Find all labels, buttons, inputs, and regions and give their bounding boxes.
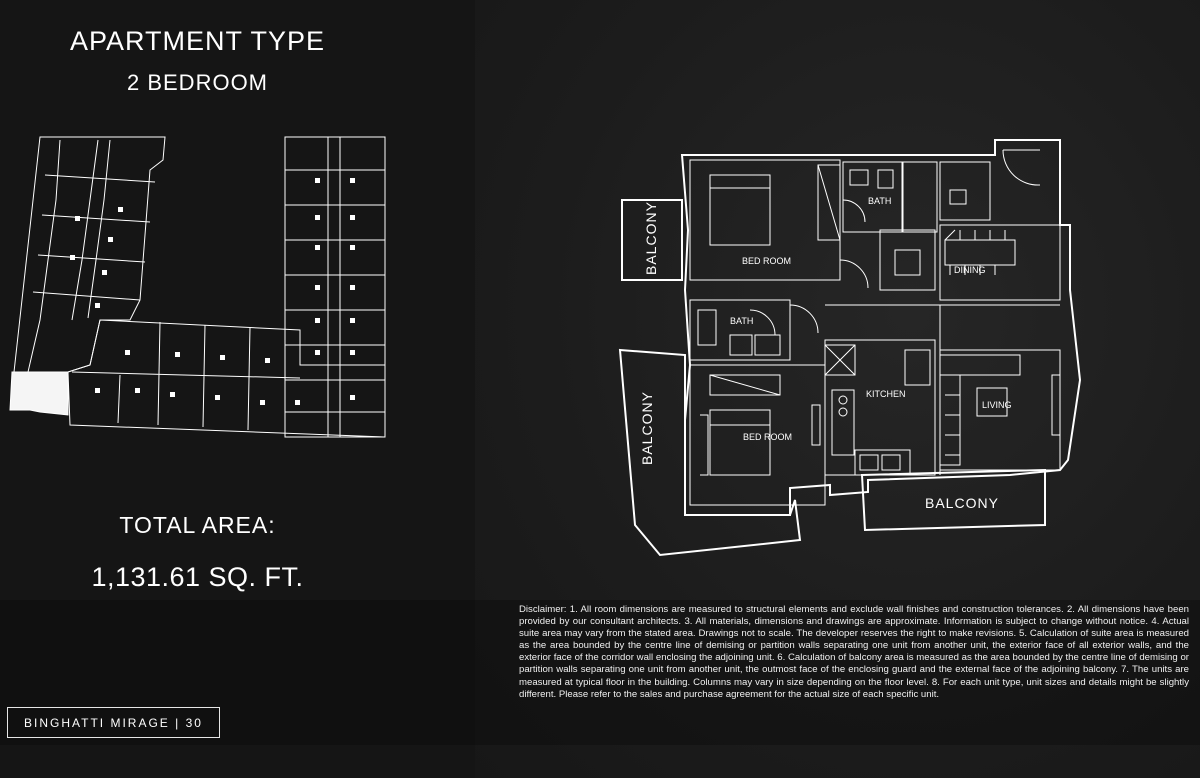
apartment-type: 2 BEDROOM [126,70,269,95]
balcony-label-top-left: BALCONY [643,201,659,275]
total-area-value: 1,131.61 SQ. FT. [91,562,304,592]
left-panel [0,0,475,778]
total-area-label: TOTAL AREA: [119,512,276,538]
balcony-top-left [621,199,683,281]
room-label-living: LIVING [982,400,1012,410]
room-label-bath-top: BATH [868,196,891,206]
room-label-bedroom-bottom: BED ROOM [743,432,792,442]
room-label-kitchen: KITCHEN [866,389,906,399]
key-plan-right-wing [284,136,386,438]
outer-wall [680,139,1082,516]
balcony-label-left: BALCONY [639,391,655,465]
floor-plan: BATH BED ROOM DINING BATH KITCHEN LIVING… [618,139,1082,557]
page-title: APARTMENT TYPE [69,26,326,56]
room-label-bedroom-top: BED ROOM [742,256,791,266]
disclaimer-band [0,600,1200,745]
key-plan-highlighted-unit [9,371,69,416]
room-label-dining: DINING [954,265,986,275]
disclaimer-text: Disclaimer: 1. All room dimensions are m… [519,604,1189,700]
balcony-bottom [860,468,1046,532]
brand-footer: BINGHATTI MIRAGE | 30 [7,707,220,738]
room-label-bath-left: BATH [730,316,753,326]
balcony-label-bottom: BALCONY [925,495,999,511]
balcony-left [618,348,802,557]
key-plan-left-wing [13,136,166,373]
key-plan [9,136,386,438]
key-plan-bottom-wing [67,319,386,438]
